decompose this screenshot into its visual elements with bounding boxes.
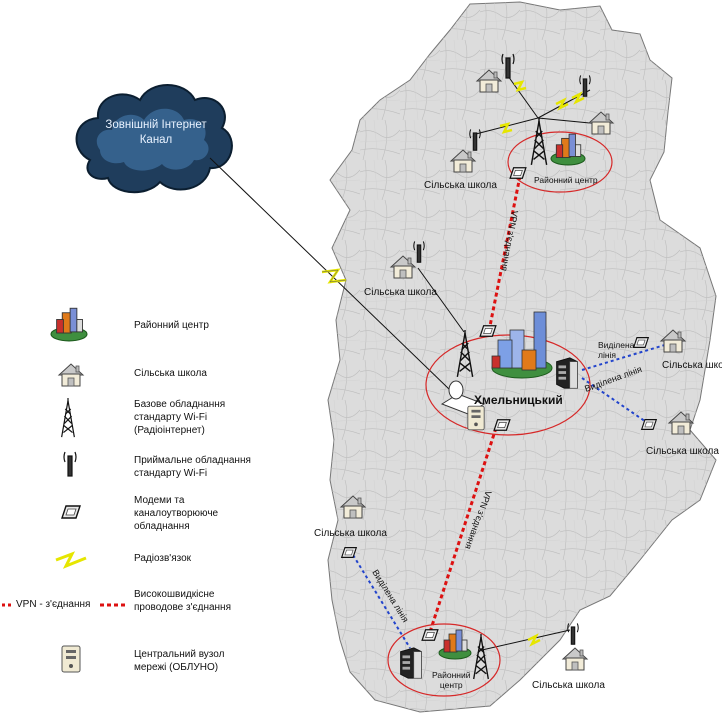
cloud-label: Зовнішній Інтернет Канал <box>86 118 226 148</box>
external-link <box>209 157 451 391</box>
school-label-southwest: Сільська школа <box>314 528 387 539</box>
city-icon <box>491 311 553 379</box>
school-label-east1: Сільська школа <box>662 360 722 371</box>
district-center-label-south: Районний центр <box>432 670 471 690</box>
server-icon <box>467 405 485 431</box>
cloud-label-line2: Канал <box>139 134 173 146</box>
legend-district-center: Районний центр <box>134 320 209 331</box>
legend-icons <box>2 307 126 673</box>
house-icon <box>58 363 84 387</box>
modem-icon <box>341 547 357 558</box>
modem-icon <box>633 337 649 348</box>
district-ring-north <box>507 131 613 193</box>
legend-modem: Модеми та каналоутворююче обладнання <box>134 495 219 532</box>
rack-icon <box>556 357 578 389</box>
legend-school: Сільська школа <box>134 368 207 379</box>
dedicated-label-1: Виділена лінія <box>598 340 635 360</box>
cloud-icon <box>75 84 233 194</box>
server-icon <box>61 645 81 673</box>
modem-icon <box>493 419 511 431</box>
dedicated-lines <box>349 343 669 649</box>
radio-tower-icon <box>60 398 76 438</box>
rack-icon <box>400 647 422 679</box>
school-label-south: Сільська школа <box>532 680 605 691</box>
district-icon <box>50 307 88 342</box>
modem-icon <box>479 325 497 337</box>
modem-icon <box>61 505 81 519</box>
legend-base-station: Базове обладнання стандарту Wi-Fi (Радіо… <box>134 399 226 436</box>
legend-central-node: Центральний вузол мережі (ОБЛУНО) <box>134 649 225 673</box>
district-center-label-north: Районний центр <box>534 175 598 185</box>
radio-bolts <box>499 80 585 647</box>
modem-icon <box>421 629 439 641</box>
legend-vpn: VPN - з'єднання <box>16 599 91 610</box>
district-ring-south <box>387 623 501 697</box>
school-label-north: Сільська школа <box>424 180 497 191</box>
vpn-links <box>428 175 522 633</box>
cloud-label-line1: Зовнішній Інтернет <box>105 119 207 131</box>
modem-icon <box>641 419 657 430</box>
city-name: Хмельницький <box>474 393 563 407</box>
legend-radio: Радіозв'язок <box>134 553 192 564</box>
modem-icon <box>509 167 527 179</box>
lightning-icon <box>55 551 87 569</box>
school-label-east2: Сільська школа <box>646 446 719 457</box>
school-label-west: Сільська школа <box>364 287 437 298</box>
legend-highspeed: Високошвидкісне проводове з'єднання <box>134 589 231 613</box>
antenna-icon <box>63 451 77 477</box>
house-icon <box>562 647 588 671</box>
city-ring <box>425 334 591 436</box>
legend-receiver: Приймальне обладнання стандарту Wi-Fi <box>134 455 251 479</box>
